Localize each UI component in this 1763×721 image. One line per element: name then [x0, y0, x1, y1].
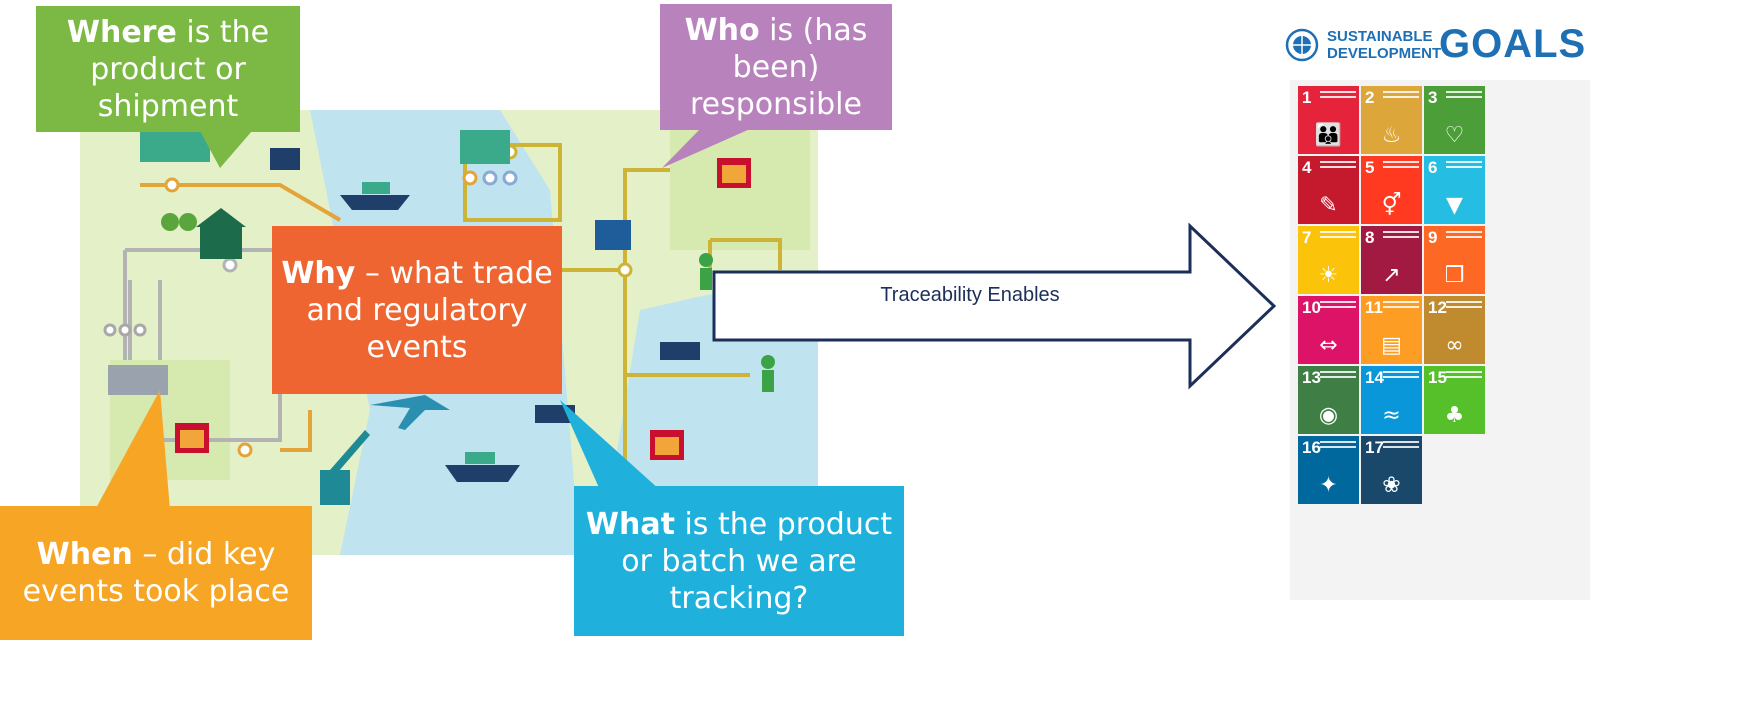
what-callout-keyword: What [585, 506, 675, 542]
sdg-goal-icon: ❀ [1382, 473, 1401, 498]
why-callout-text: – what trade and regulatory events [306, 255, 553, 365]
sdg-logo: SUSTAINABLE DEVELOPMENT GOALS [1283, 22, 1763, 70]
sdg-tile-8: 8↗ [1361, 226, 1422, 294]
sdg-goal-icon: ☀ [1318, 263, 1339, 288]
traceability-arrow [712, 222, 1277, 390]
sdg-tile-caption-lines [1383, 161, 1419, 168]
when-callout-keyword: When [36, 537, 133, 572]
where-callout: Where is the product or shipment [36, 6, 300, 132]
sdg-tile-15: 15 ♣ [1424, 366, 1485, 434]
sdg-goal-icon: ≈ [1382, 403, 1401, 428]
sdg-logo-line2: DEVELOPMENT [1327, 45, 1442, 62]
sdg-tile-caption-lines [1320, 441, 1356, 448]
sdg-tile-caption-lines [1383, 231, 1419, 238]
map-nodes [103, 144, 633, 458]
sdg-tile-2: 2♨ [1361, 86, 1422, 154]
sdg-tile-number: 16 [1302, 438, 1321, 457]
sdg-goal-icon: ∞ [1445, 333, 1464, 358]
sdg-tile-10: 10 ⇔ [1298, 296, 1359, 364]
sdg-tile-number: 14 [1365, 368, 1384, 387]
sdg-tile-number: 7 [1302, 228, 1312, 247]
crane [320, 430, 370, 505]
arrow-label: Traceability Enables [880, 284, 1060, 306]
sdg-tile-14: 14 ≈ [1361, 366, 1422, 434]
sdg-tile-caption-lines [1383, 371, 1419, 378]
sdg-tile-grid: 1👪2♨3♡4✎5⚥6▼7☀8↗9❒10⇔11▤12∞13◉14≈15♣16✦1… [1290, 80, 1590, 600]
sdg-goal-icon: ✦ [1319, 473, 1338, 498]
sdg-tile-3: 3♡ [1424, 86, 1485, 154]
sdg-goal-icon: ✎ [1319, 193, 1338, 218]
sdg-tile-caption-lines [1446, 161, 1482, 168]
un-emblem-icon [1285, 28, 1319, 62]
sdg-tile-4: 4✎ [1298, 156, 1359, 224]
sdg-tile-13: 13 ◉ [1298, 366, 1359, 434]
sdg-goal-icon: ↗ [1382, 263, 1401, 288]
who-callout: Who is (has been) responsible [660, 4, 892, 130]
sdg-goal-icon: 👪 [1314, 123, 1343, 148]
sdg-tile-number: 9 [1428, 228, 1438, 247]
sdg-tile-7: 7☀ [1298, 226, 1359, 294]
sdg-tile-caption-lines [1446, 371, 1482, 378]
sdg-tile-number: 4 [1302, 158, 1312, 177]
where-callout-keyword: Where [66, 14, 177, 50]
sdg-goal-icon: ♡ [1444, 123, 1465, 148]
barn [161, 208, 246, 259]
sdg-tile-caption-lines [1320, 161, 1356, 168]
where-callout-text: is the product or shipment [90, 14, 270, 124]
sdg-tile-number: 10 [1302, 298, 1321, 317]
who-callout-text: is (has been) responsible [690, 12, 868, 122]
sdg-tile-number: 1 [1302, 88, 1312, 107]
sdg-tile-number: 15 [1428, 368, 1447, 387]
sdg-goal-icon: ♣ [1444, 403, 1465, 428]
sdg-goal-icon: ⇔ [1319, 333, 1338, 358]
sdg-tile-caption-lines [1446, 231, 1482, 238]
sdg-tile-6: 6▼ [1424, 156, 1485, 224]
sdg-goal-icon: ⚥ [1381, 193, 1402, 218]
ships [340, 182, 520, 482]
sdg-logo-word: GOALS [1439, 22, 1587, 66]
sdg-tile-caption-lines [1320, 371, 1356, 378]
sdg-tile-5: 5⚥ [1361, 156, 1422, 224]
sdg-tile-number: 13 [1302, 368, 1321, 387]
sdg-tile-caption-lines [1320, 231, 1356, 238]
sdg-tile-9: 9❒ [1424, 226, 1485, 294]
why-callout-keyword: Why [281, 255, 356, 291]
sdg-goal-icon: ◉ [1318, 403, 1339, 428]
sdg-tile-11: 11 ▤ [1361, 296, 1422, 364]
sdg-goal-icon: ❒ [1444, 263, 1465, 288]
people [699, 253, 775, 392]
sdg-tile-12: 12 ∞ [1424, 296, 1485, 364]
sdg-tile-17: 17 ❀ [1361, 436, 1422, 504]
airplane [370, 395, 450, 430]
when-callout-text: – did key events took place [22, 537, 290, 609]
sdg-tile-number: 8 [1365, 228, 1375, 247]
sdg-tile-number: 6 [1428, 158, 1438, 177]
sdg-goal-icon: ▼ [1446, 193, 1463, 218]
sdg-tile-caption-lines [1446, 91, 1482, 98]
sdg-tile-number: 2 [1365, 88, 1375, 107]
sdg-tile-caption-lines [1320, 91, 1356, 98]
sdg-tile-16: 16 ✦ [1298, 436, 1359, 504]
sdg-tile-1: 1👪 [1298, 86, 1359, 154]
sdg-tile-caption-lines [1320, 301, 1356, 308]
sdg-tile-caption-lines [1383, 91, 1419, 98]
sdg-tile-number: 11 [1365, 298, 1383, 317]
who-callout-keyword: Who [684, 12, 760, 48]
sdg-tile-caption-lines [1446, 301, 1482, 308]
sdg-tile-caption-lines [1383, 441, 1419, 448]
sdg-tile-number: 5 [1365, 158, 1375, 177]
sdg-tile-number: 17 [1365, 438, 1384, 457]
sdg-tile-number: 12 [1428, 298, 1447, 317]
sdg-logo-line1: SUSTAINABLE [1327, 28, 1433, 45]
sdg-tile-caption-lines [1383, 301, 1419, 308]
when-callout: When – did key events took place [0, 506, 312, 640]
why-callout: Why – what trade and regulatory events [272, 226, 562, 394]
what-callout-text: is the product or batch we are tracking? [621, 506, 893, 616]
sdg-goal-icon: ▤ [1381, 333, 1402, 358]
what-callout: What is the product or batch we are trac… [574, 486, 904, 636]
sdg-tile-number: 3 [1428, 88, 1438, 107]
sdg-goal-icon: ♨ [1381, 123, 1402, 148]
